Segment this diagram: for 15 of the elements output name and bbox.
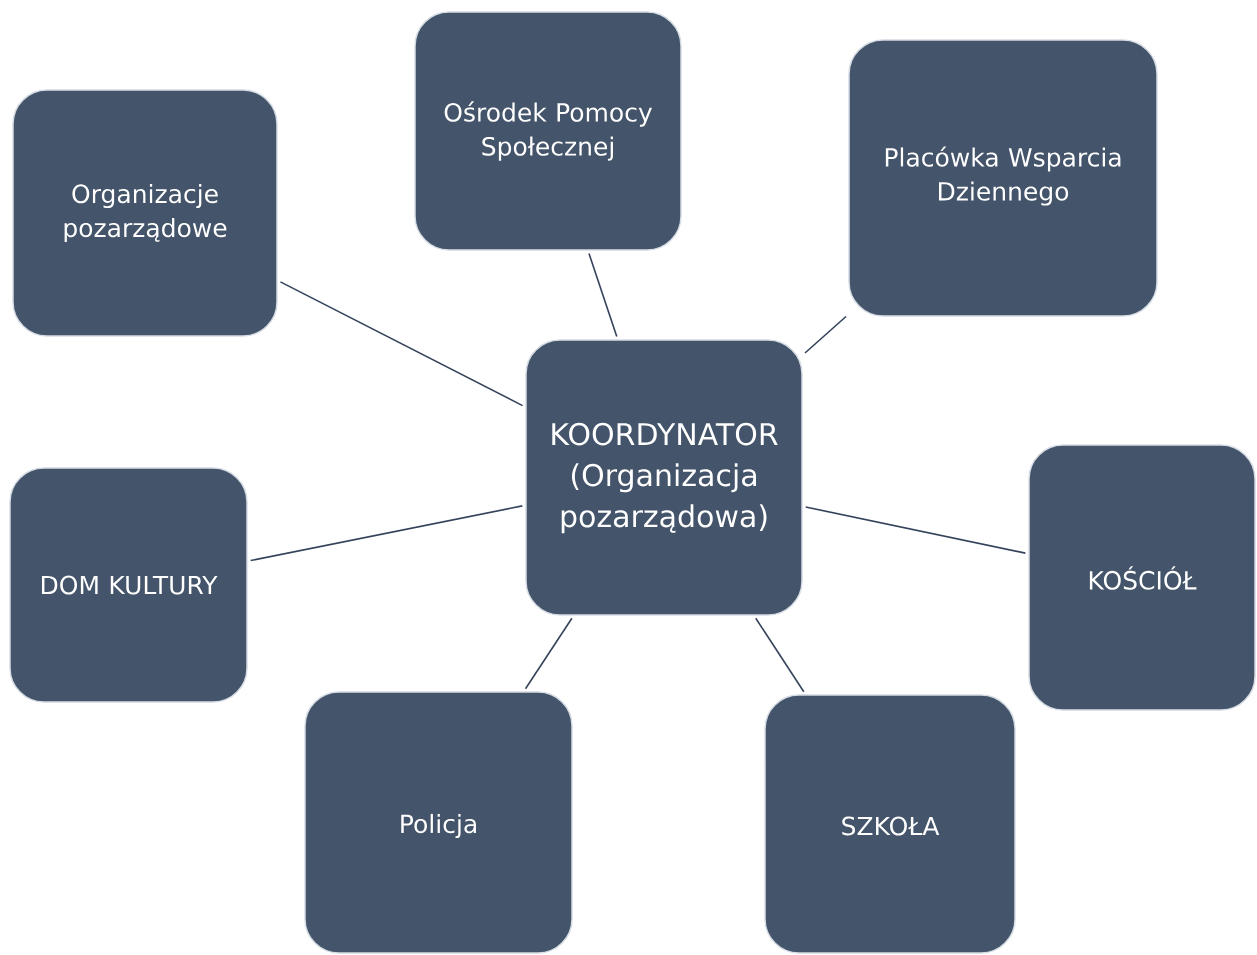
process-box: DOM KULTURY	[9, 467, 248, 703]
process-box: KOŚCIÓŁ	[1028, 444, 1256, 711]
connector-line	[804, 315, 847, 354]
connector-line	[279, 281, 524, 407]
connector-line	[804, 506, 1027, 554]
connector-line	[524, 617, 573, 690]
connector-line	[588, 252, 618, 338]
process-box: KOORDYNATOR (Organizacja pozarządowa)	[525, 339, 803, 616]
process-box: Policja	[304, 691, 573, 954]
process-box: Ośrodek Pomocy Społecznej	[414, 11, 682, 251]
process-box: Organizacje pozarządowe	[12, 89, 278, 337]
connector-line	[249, 505, 524, 562]
process-box: Placówka Wsparcia Dziennego	[848, 39, 1158, 317]
connector-line	[754, 617, 805, 693]
process-box: SZKOŁA	[764, 694, 1016, 954]
